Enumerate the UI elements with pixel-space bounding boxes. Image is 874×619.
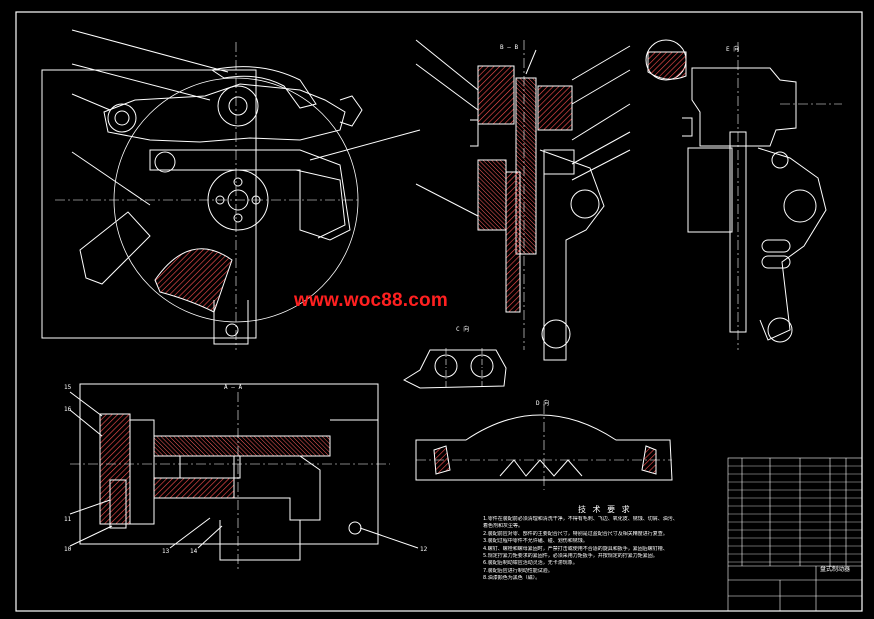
callout-11: 11 xyxy=(64,516,72,523)
callout-10: 10 xyxy=(64,546,72,553)
drawing-name: 盘式制动器 xyxy=(820,566,851,573)
title-block xyxy=(727,457,863,612)
note-line: 6.装配后制动钳应活动灵活，无卡滞现象。 xyxy=(483,560,578,567)
watermark-text: www.woc88.com xyxy=(294,290,448,311)
side-view xyxy=(682,42,842,350)
section-bb-view xyxy=(415,39,631,361)
note-line: 着色剂和灰尘等。 xyxy=(483,523,524,530)
label-view-c: C 向 xyxy=(456,326,470,333)
callout-12: 12 xyxy=(420,546,428,553)
technical-requirements-list: 1.零件在装配前必须清理和清洗干净，不得有毛刺、飞边、氧化皮、锈蚀、切屑、油污、… xyxy=(483,516,718,583)
callout-14: 14 xyxy=(190,548,198,555)
view-c xyxy=(402,348,507,389)
sheet-border xyxy=(15,11,863,612)
title-block-rows xyxy=(728,465,862,563)
note-line: 8.油漆颜色为黑色（磁）。 xyxy=(483,575,541,582)
section-aa-view xyxy=(69,383,419,570)
note-line: 3.装配过程中零件不允许磕、碰、划伤和锈蚀。 xyxy=(483,538,588,545)
technical-requirements-title: 技 术 要 求 xyxy=(578,505,632,514)
note-line: 5.规定拧紧力矩要求的紧固件，必须采用力矩扳手，并按规定的拧紧力矩紧固。 xyxy=(483,553,658,560)
callout-15: 15 xyxy=(64,384,72,391)
detail-circle xyxy=(645,39,687,81)
view-d-pad xyxy=(415,404,673,490)
note-line: 2.装配前应对零、部件的主要配合尺寸，特别是过盈配合尺寸及相关精度进行复查。 xyxy=(483,530,668,537)
callout-13: 13 xyxy=(162,548,170,555)
note-line: 1.零件在装配前必须清理和清洗干净，不得有毛刺、飞边、氧化皮、锈蚀、切屑、油污、 xyxy=(483,516,678,522)
label-section-bb: B — B xyxy=(500,44,519,51)
callout-16: 16 xyxy=(64,406,72,413)
label-view-e: E 向 xyxy=(726,46,740,53)
main-front-view xyxy=(41,29,421,350)
note-line: 4.螺钉、螺栓和螺母紧固时，严禁打击或使用不合适的旋具和扳手，紧固后螺钉槽、 xyxy=(483,545,668,552)
note-line: 7.装配后应进行制动性能试验。 xyxy=(483,567,553,574)
label-section-aa: A — A xyxy=(224,384,243,391)
label-view-d: D 向 xyxy=(536,400,550,407)
